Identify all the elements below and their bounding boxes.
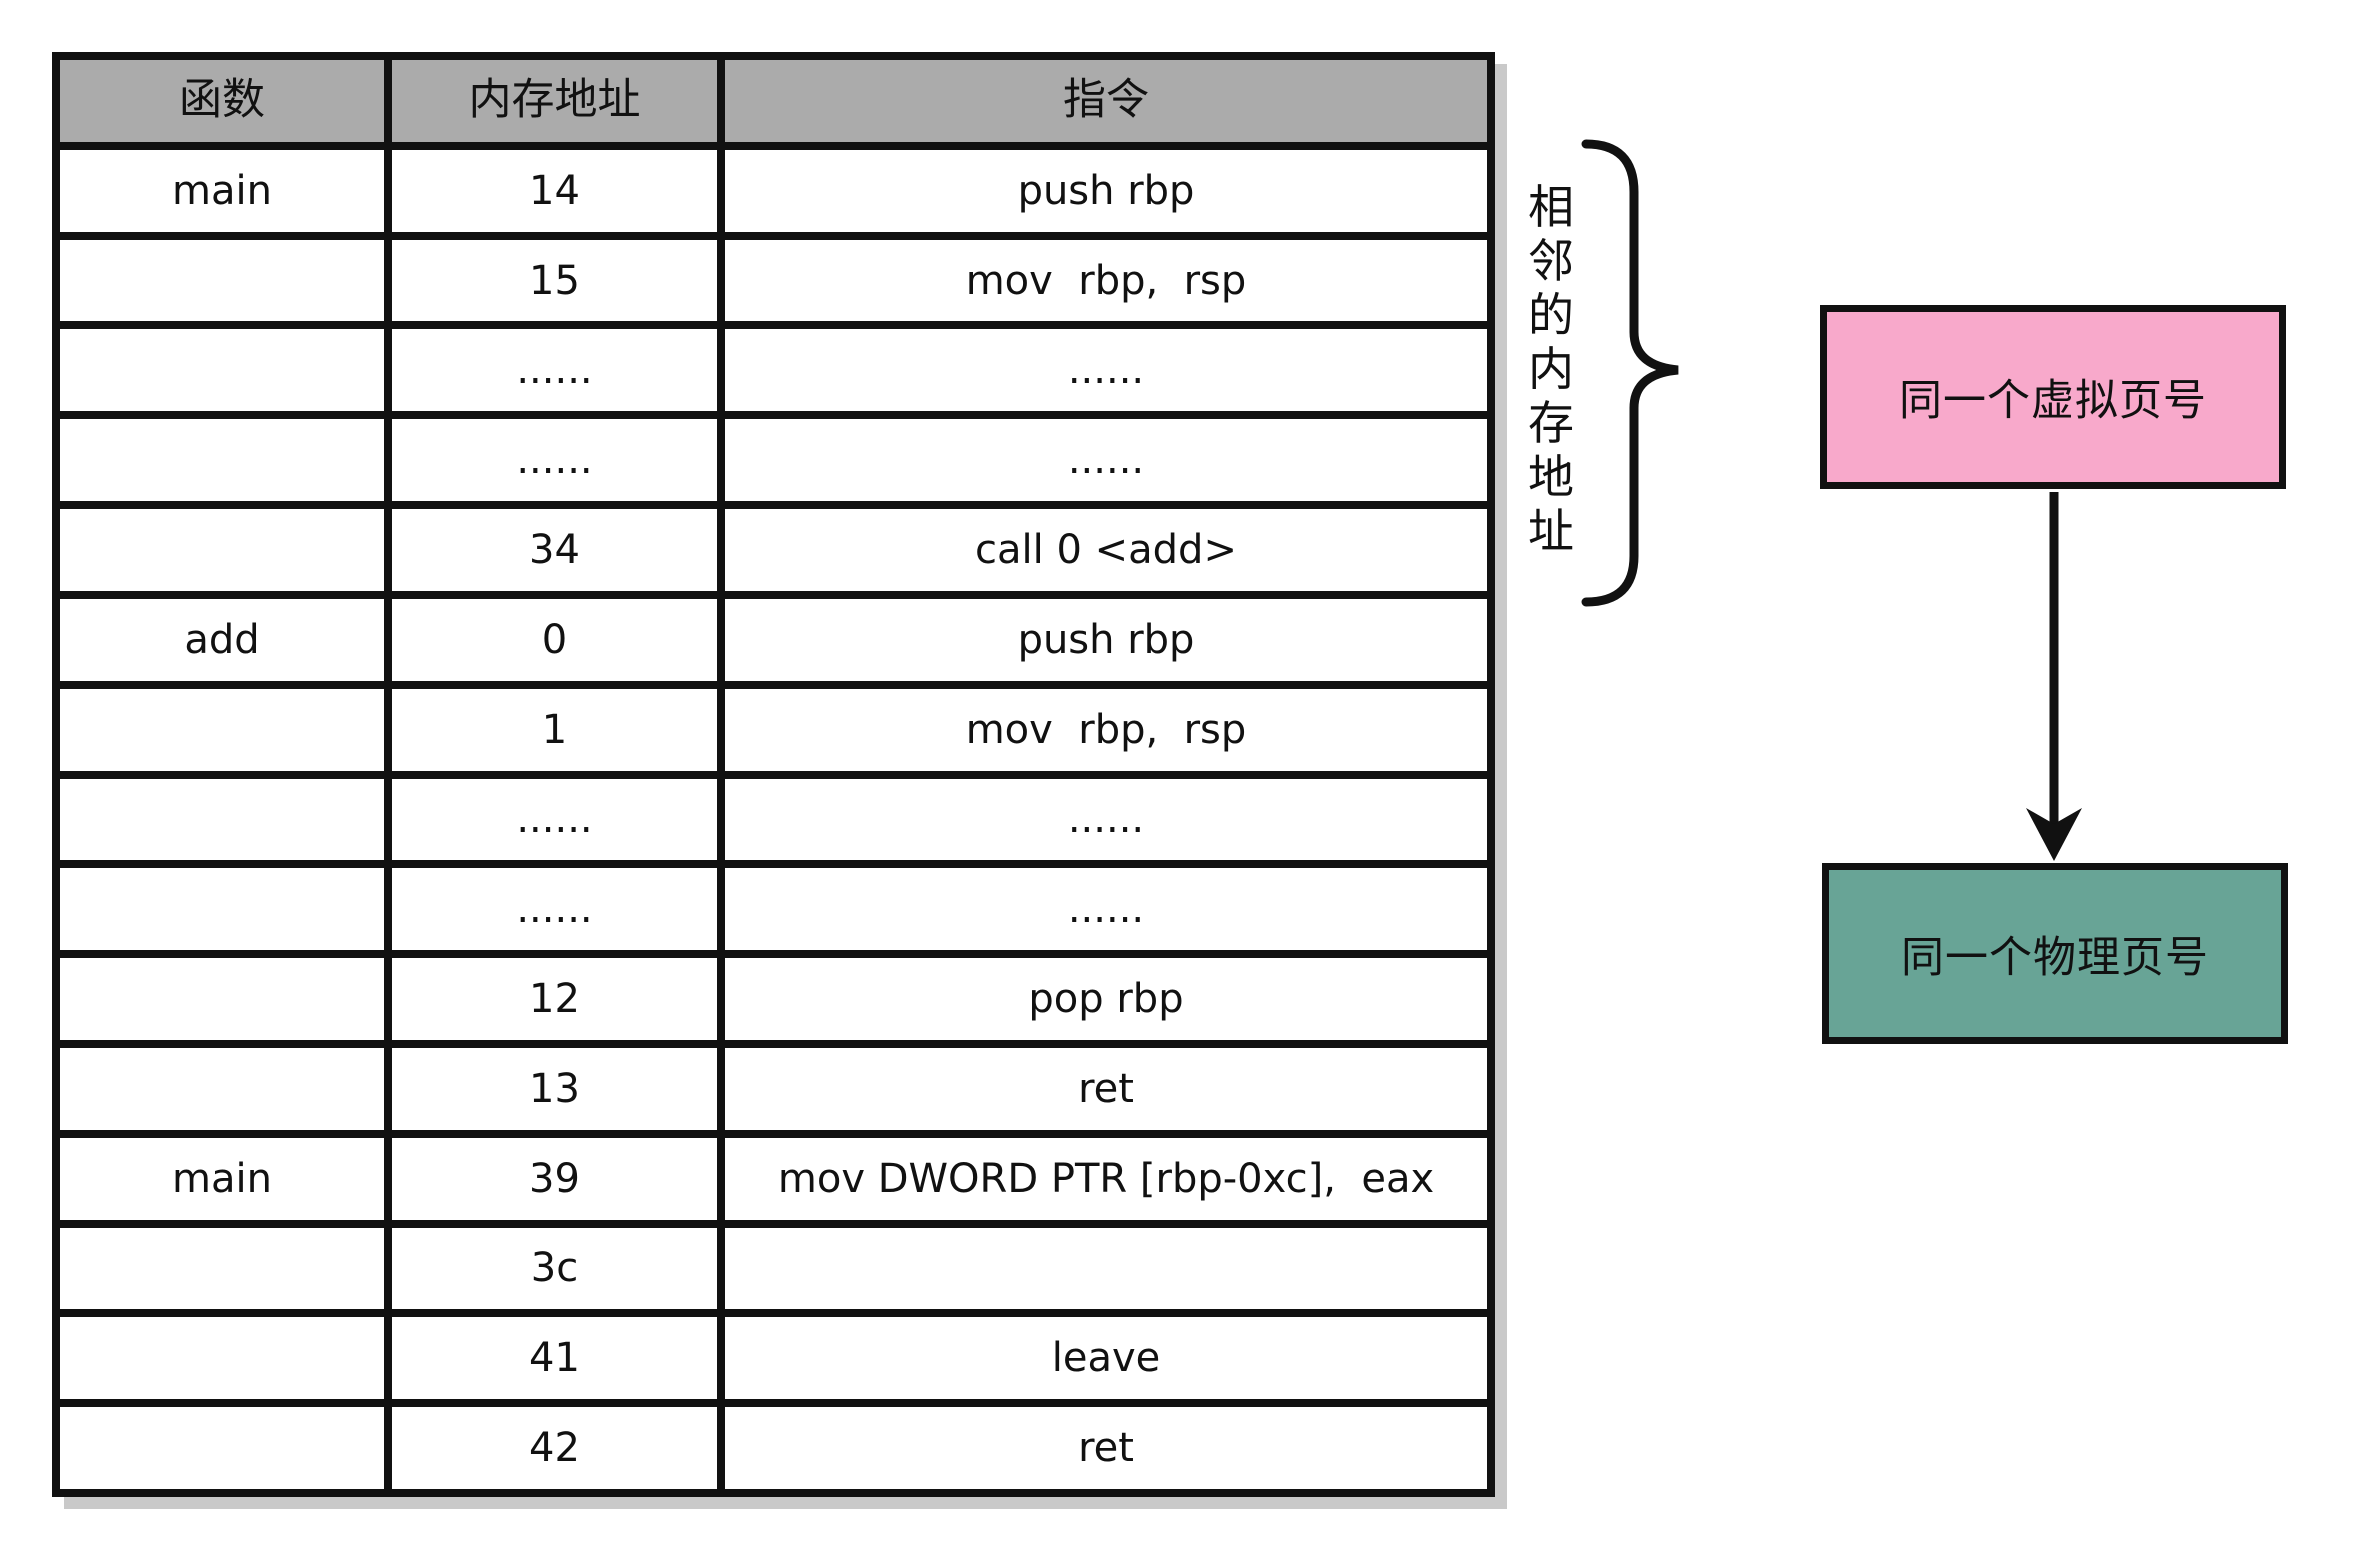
addr-cell: 13 (392, 1047, 717, 1130)
arrow-head-icon (2026, 808, 2082, 861)
addr-cell: 0 (392, 598, 717, 681)
func-cell (60, 688, 384, 771)
column-header-function: 函数 (60, 60, 384, 142)
instr-cell: call 0 <add> (725, 509, 1487, 591)
addr-cell: ...... (392, 419, 717, 502)
instr-cell: ...... (725, 868, 1487, 951)
addr-cell: 15 (392, 239, 717, 322)
addr-cell: 42 (392, 1407, 717, 1489)
instr-cell: ...... (725, 329, 1487, 412)
instr-cell: push rbp (725, 149, 1487, 232)
func-cell (60, 509, 384, 591)
addr-cell: 3c (392, 1227, 717, 1310)
addr-cell: 14 (392, 149, 717, 232)
addr-cell: ...... (392, 778, 717, 861)
instr-cell: pop rbp (725, 958, 1487, 1040)
func-cell: add (60, 598, 384, 681)
func-cell (60, 239, 384, 322)
instr-cell: mov DWORD PTR [rbp-0xc], eax (725, 1137, 1487, 1220)
func-cell (60, 1317, 384, 1400)
column-header-instruction: 指令 (725, 60, 1487, 142)
addr-cell: ...... (392, 329, 717, 412)
brace (1581, 139, 1679, 607)
addr-cell: ...... (392, 868, 717, 951)
func-cell (60, 1227, 384, 1310)
func-cell: main (60, 1137, 384, 1220)
instr-cell: push rbp (725, 598, 1487, 681)
instr-cell: ret (725, 1407, 1487, 1489)
func-cell (60, 1047, 384, 1130)
physical-page-box: 同一个物理页号 (1822, 863, 2288, 1044)
func-cell (60, 419, 384, 502)
instr-cell: mov rbp, rsp (725, 239, 1487, 322)
func-cell (60, 329, 384, 412)
addr-cell: 41 (392, 1317, 717, 1400)
func-cell (60, 778, 384, 861)
instr-cell (725, 1227, 1487, 1310)
virtual-page-box: 同一个虚拟页号 (1820, 305, 2286, 489)
physical-page-box-label: 同一个物理页号 (1901, 932, 2209, 983)
instr-cell: ...... (725, 778, 1487, 861)
instr-cell: leave (725, 1317, 1487, 1400)
instr-cell: ...... (725, 419, 1487, 502)
instr-cell: ret (725, 1047, 1487, 1130)
addr-cell: 34 (392, 509, 717, 591)
func-cell: main (60, 149, 384, 232)
column-header-memory-address: 内存地址 (392, 60, 717, 142)
addr-cell: 39 (392, 1137, 717, 1220)
adjacent-memory-address-label: 相邻的内存地址 (1528, 180, 1574, 558)
func-cell (60, 958, 384, 1040)
addr-cell: 1 (392, 688, 717, 771)
addr-cell: 12 (392, 958, 717, 1040)
virtual-page-box-label: 同一个虚拟页号 (1899, 376, 2207, 426)
func-cell (60, 868, 384, 951)
instr-cell: mov rbp, rsp (725, 688, 1487, 771)
func-cell (60, 1407, 384, 1489)
